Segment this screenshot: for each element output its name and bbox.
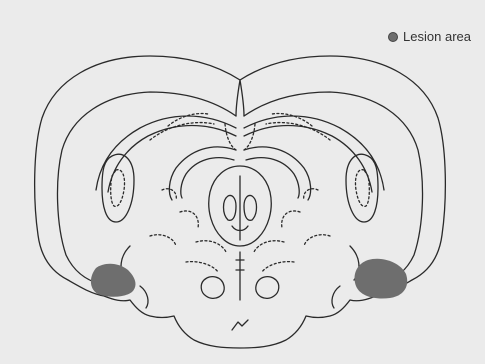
cortex-boundary-left — [57, 92, 236, 284]
lesion-area-right — [355, 259, 408, 299]
white-matter-band-left — [96, 116, 236, 190]
hippocampus-left-inner — [181, 158, 234, 198]
hippocampus-left — [169, 147, 236, 200]
thalamic-nucleus-right — [244, 195, 257, 220]
hippocampus-right-inner — [246, 158, 299, 198]
thalamic-nucleus-left — [224, 195, 237, 220]
lesion-area-left — [91, 264, 136, 297]
white-matter-band-right — [244, 116, 384, 190]
dotted-tracts-upper — [150, 114, 330, 151]
ventral-notch — [232, 320, 248, 330]
striatum-left-inner — [111, 170, 125, 207]
optic-tract-left — [140, 286, 148, 308]
cortex-boundary-right — [244, 92, 423, 284]
mammillary-right — [256, 277, 279, 299]
striatum-right-inner — [355, 170, 369, 207]
mammillary-left — [201, 277, 224, 299]
optic-tract-right — [332, 286, 340, 308]
median-structure — [236, 252, 244, 300]
hippocampus-right — [244, 147, 311, 200]
midline-fissure — [236, 80, 244, 116]
